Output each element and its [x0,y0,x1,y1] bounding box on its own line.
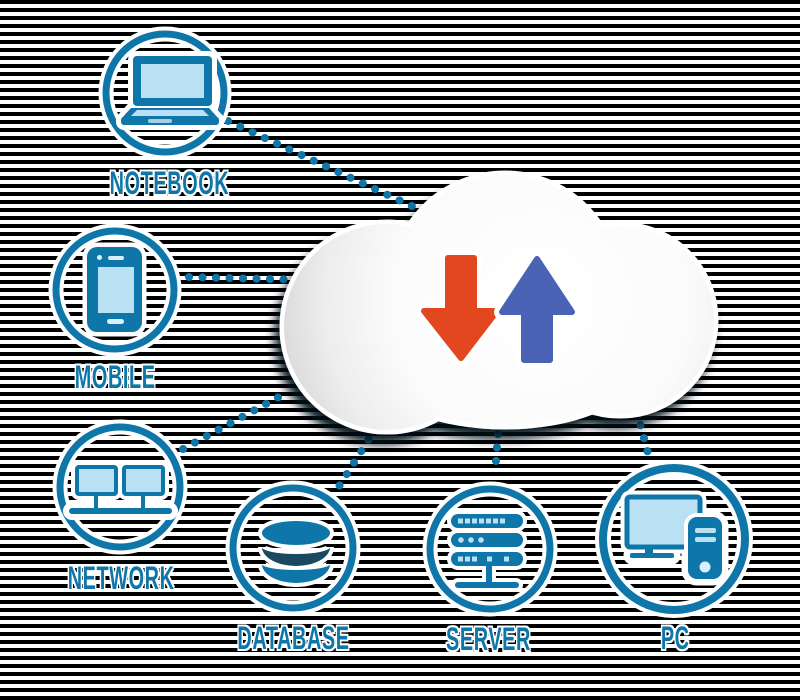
server-circle [426,485,554,613]
connector-mobile-cloud [185,273,310,284]
database-label-text: DATABASE [237,620,351,656]
connector-notebook-cloud [224,117,420,212]
node-server [422,481,558,617]
monitor-stand [645,545,653,555]
mobile-label-text: MOBILE [74,359,156,395]
network-label: NETWORK [0,560,251,597]
pc-label: PC [545,620,800,657]
connector-cloud-server [491,430,502,478]
disc-top [262,521,330,545]
upload-arrow-icon [499,256,575,363]
disc-bottom [262,564,330,583]
notebook-label-text: NOTEBOOK [109,165,229,201]
server-label-text: SERVER [446,621,532,657]
speaker-line [108,256,124,260]
server-leds [458,518,509,562]
node-database [225,480,361,616]
database-label: DATABASE [164,620,424,657]
notebook-circle [102,30,228,156]
pc-label-text: PC [660,620,690,656]
server-rack-icon [451,514,523,588]
network-circle [56,423,184,551]
connector-cloud-pc [633,408,653,461]
desktop-pc-icon [624,494,726,583]
download-arrow-icon [421,255,500,361]
network-label-text: NETWORK [67,560,175,596]
mobile-label: MOBILE [0,359,245,396]
pc-circle [599,464,749,614]
smartphone-icon [87,247,142,332]
tower-slot-1 [695,528,716,533]
server-label: SERVER [359,621,619,658]
home-button [107,319,124,324]
mobile-circle [52,227,178,353]
node-notebook [98,26,232,160]
node-pc [595,460,753,618]
camera-dot [97,255,102,260]
connector-network-cloud [179,388,292,453]
laptop-icon [121,56,219,125]
transfer-arrows [416,250,580,368]
node-network [52,419,188,555]
cloud-shape [279,170,719,435]
notebook-label: NOTEBOOK [39,165,299,202]
power-button [699,561,711,573]
database-stack-icon [262,521,330,583]
disc-middle [262,547,330,566]
tower-slot-2 [695,537,716,542]
dual-monitor-icon [69,465,172,514]
database-circle [229,484,357,612]
node-mobile [48,223,182,357]
monitor-foot [630,553,674,558]
